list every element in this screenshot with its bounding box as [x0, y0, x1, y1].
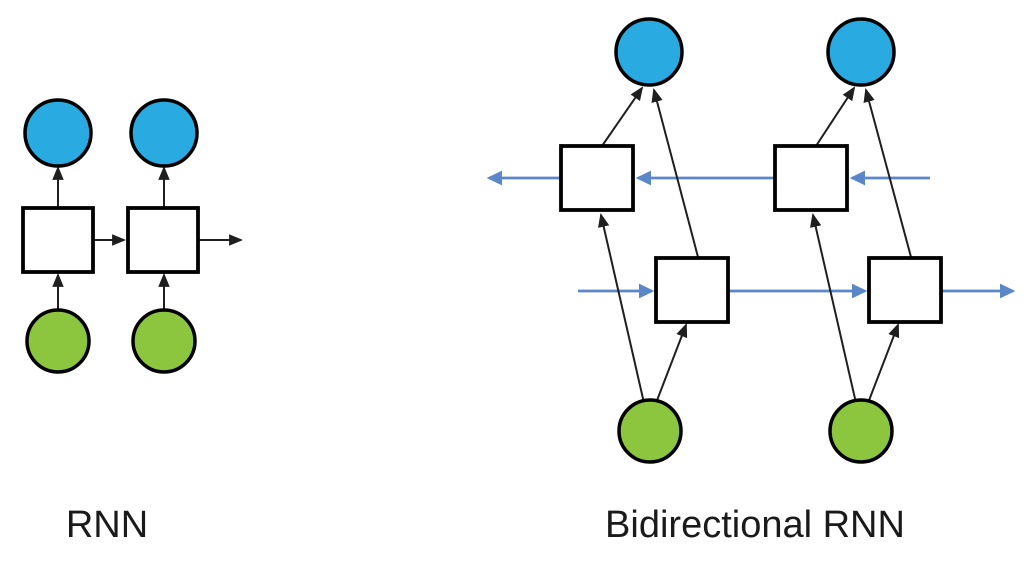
step-arrow: [810, 212, 857, 404]
rnn-output-node: [129, 98, 199, 168]
birnn-hidden-backward-node: [559, 144, 635, 212]
rnn-hidden-node: [126, 206, 200, 274]
step-arrow: [815, 86, 856, 147]
rnn-caption: RNN: [65, 504, 149, 546]
birnn-input-node: [617, 398, 683, 464]
birnn-diagram: [486, 17, 1016, 464]
step-arrow: [601, 86, 644, 147]
step-arrow: [867, 323, 900, 404]
step-arrow: [651, 87, 699, 258]
rnn-diagram: [21, 98, 244, 374]
step-arrow: [655, 323, 688, 404]
rnn-input-node: [25, 308, 91, 374]
step-arrow: [598, 212, 645, 404]
birnn-hidden-forward-node: [867, 256, 943, 324]
birnn-hidden-backward-node: [773, 144, 849, 212]
birnn-caption: Bidirectional RNN: [605, 504, 905, 546]
birnn-hidden-forward-node: [654, 256, 730, 324]
birnn-output-node: [614, 17, 684, 87]
birnn-output-node: [826, 17, 896, 87]
rnn-output-node: [23, 98, 93, 168]
rnn-input-node: [131, 308, 197, 374]
step-arrow: [863, 87, 912, 258]
rnn-hidden-node: [21, 206, 95, 274]
birnn-input-node: [828, 398, 894, 464]
